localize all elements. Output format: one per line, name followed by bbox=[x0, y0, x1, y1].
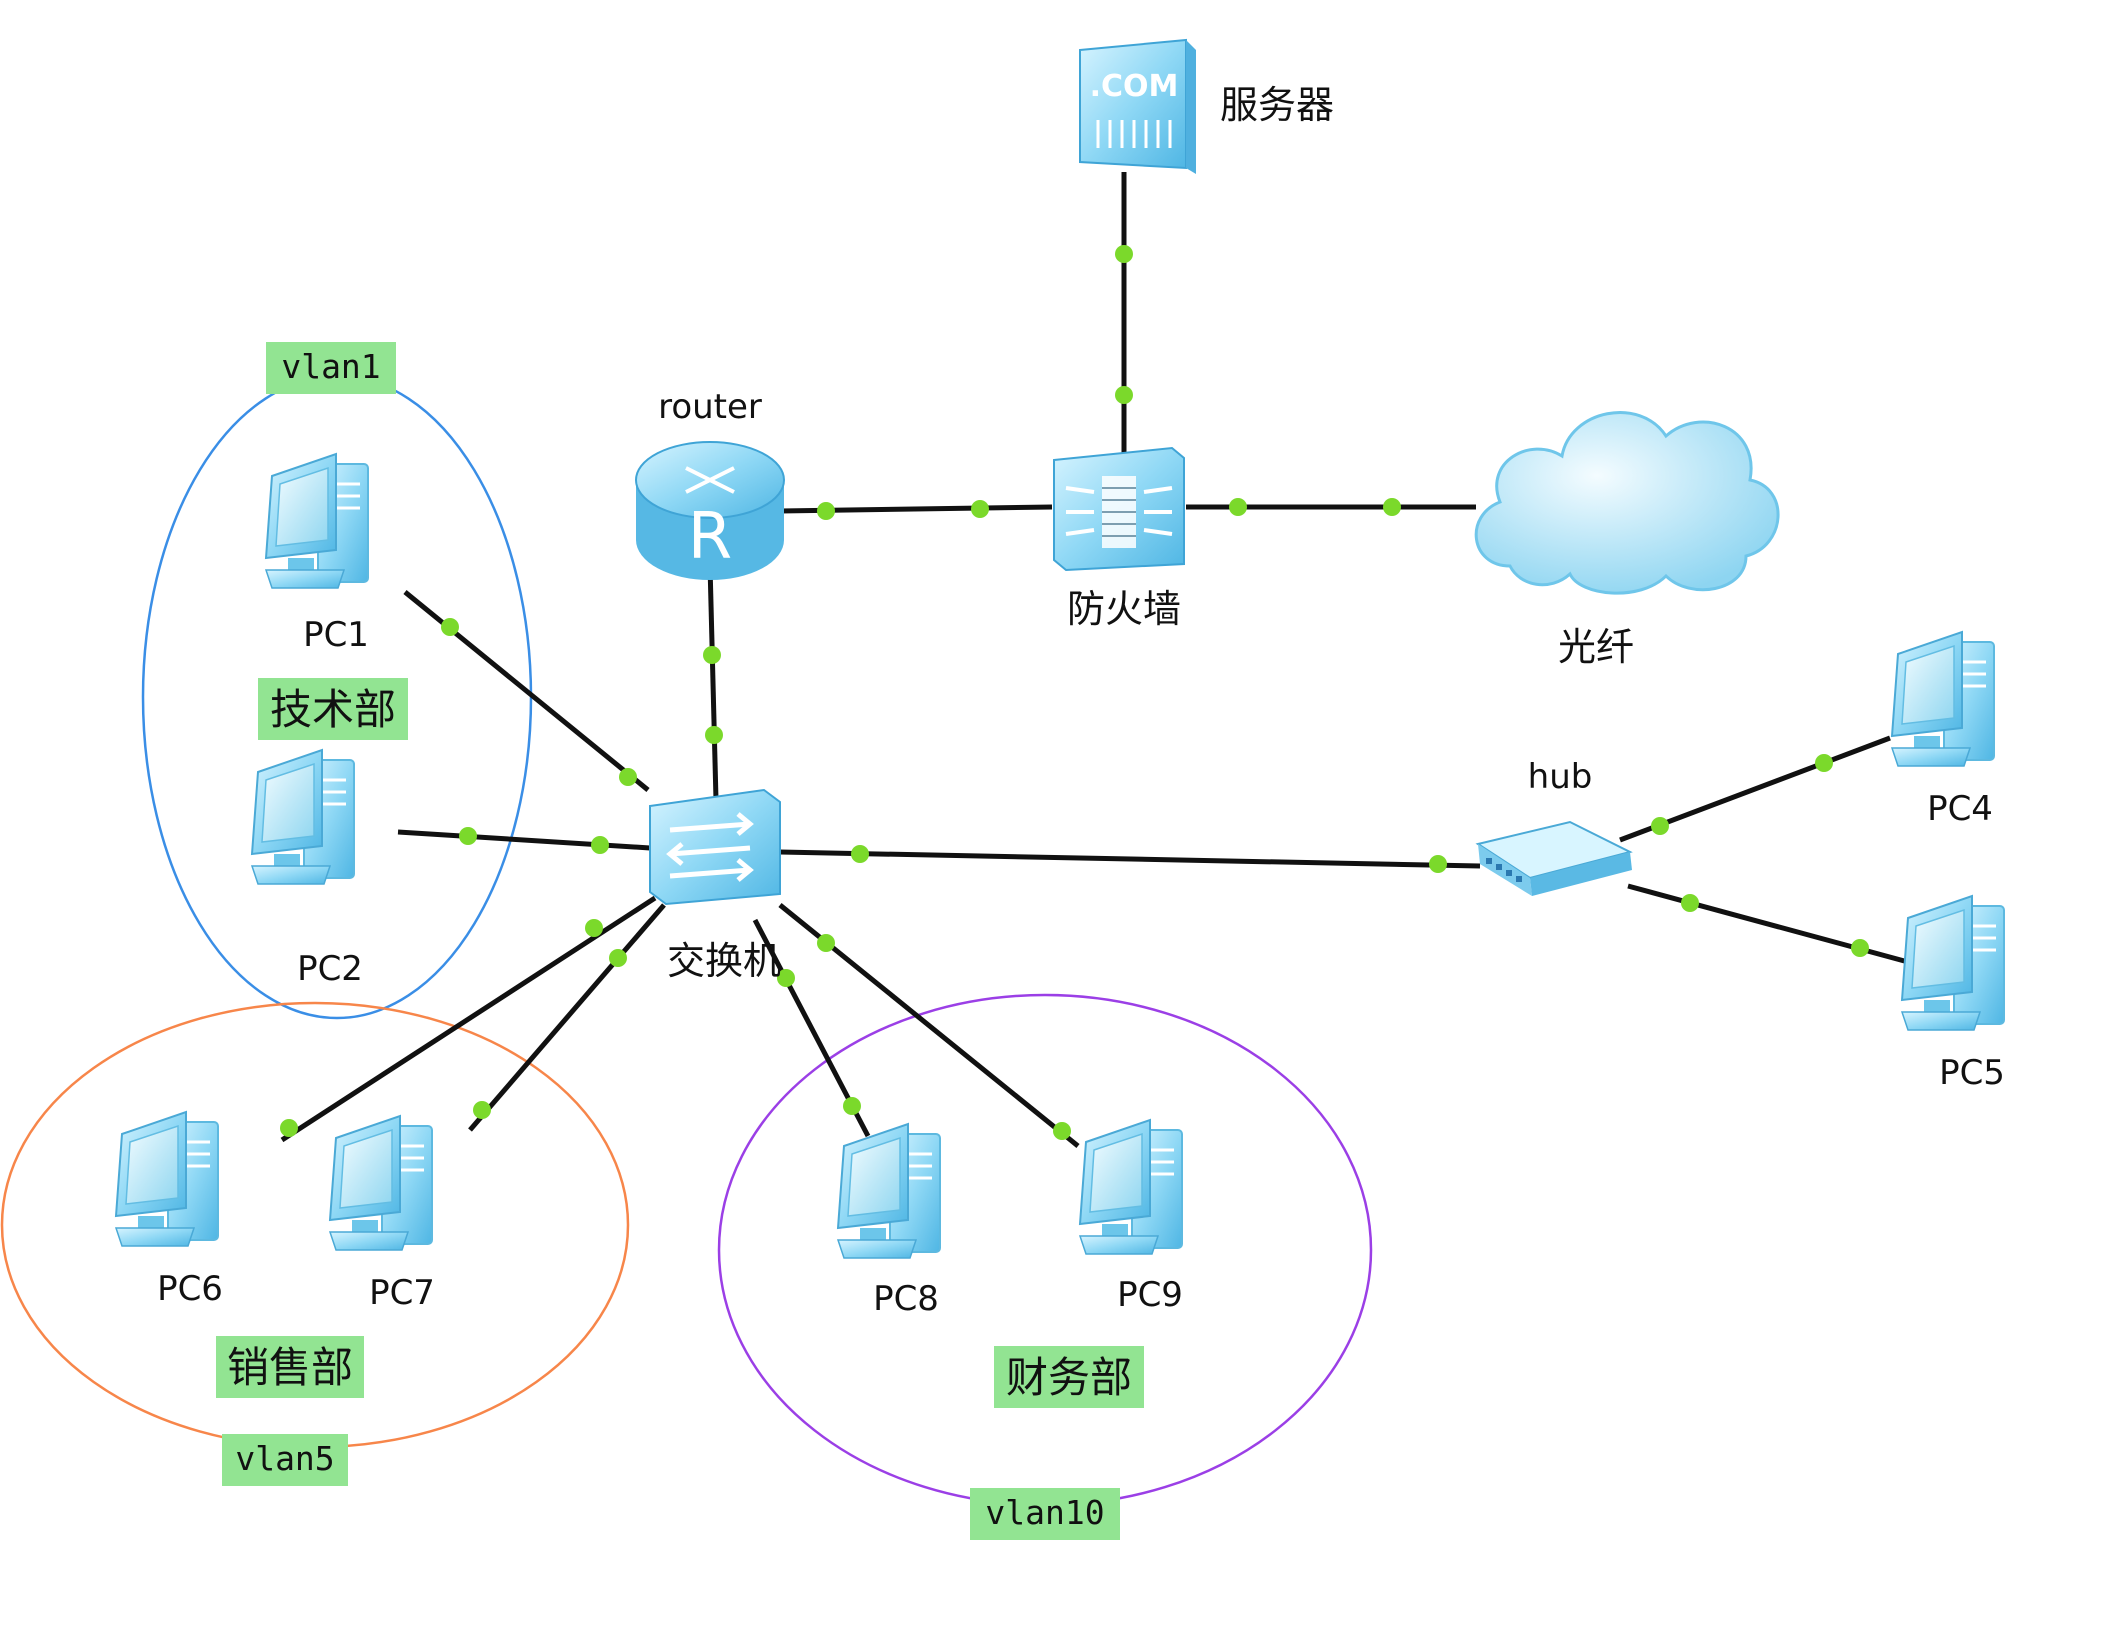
port-dot bbox=[1815, 754, 1833, 772]
port-dot bbox=[609, 949, 627, 967]
port-dot bbox=[777, 969, 795, 987]
vlan10-boundary bbox=[717, 993, 1373, 1507]
server-label: 服务器 bbox=[1220, 83, 1334, 127]
pc7-icon[interactable] bbox=[328, 1114, 434, 1252]
port-dot bbox=[1429, 855, 1447, 873]
cloud-icon[interactable] bbox=[1474, 411, 1780, 595]
dept-sales-tag: 销售部 bbox=[216, 1336, 364, 1398]
pc2-icon[interactable] bbox=[250, 748, 356, 886]
port-dot bbox=[971, 500, 989, 518]
port-dot bbox=[1115, 386, 1133, 404]
link-pc6-switch bbox=[280, 895, 657, 1143]
vlan1-label: vlan1 bbox=[281, 347, 380, 386]
pc6-icon[interactable] bbox=[114, 1110, 220, 1248]
dept-sales-label: 销售部 bbox=[227, 1343, 353, 1392]
pc6-label: PC6 bbox=[157, 1269, 223, 1309]
port-dot bbox=[280, 1119, 298, 1137]
pc1-label: PC1 bbox=[303, 615, 369, 655]
port-dot bbox=[1115, 245, 1133, 263]
link-pc7-switch bbox=[468, 903, 666, 1132]
hub-icon[interactable] bbox=[1475, 820, 1633, 896]
dept-tech-label: 技术部 bbox=[270, 685, 396, 734]
hub-label: hub bbox=[1528, 757, 1593, 797]
port-dot bbox=[705, 726, 723, 744]
router-icon[interactable]: R bbox=[635, 441, 785, 580]
port-dot bbox=[1383, 498, 1401, 516]
port-dot bbox=[1053, 1122, 1071, 1140]
pc5-label: PC5 bbox=[1939, 1053, 2005, 1093]
vlan5-tag: vlan5 bbox=[222, 1434, 348, 1486]
port-dot bbox=[843, 1097, 861, 1115]
link-router-switch bbox=[707, 564, 719, 801]
pc8-label: PC8 bbox=[873, 1279, 939, 1319]
pc1-icon[interactable] bbox=[264, 452, 370, 590]
ports bbox=[280, 245, 1869, 1140]
pc9-icon[interactable] bbox=[1078, 1118, 1184, 1256]
port-dot bbox=[1651, 817, 1669, 835]
server-badge: .COM bbox=[1090, 69, 1179, 104]
port-dot bbox=[1229, 498, 1247, 516]
links bbox=[280, 172, 1909, 1148]
port-dot bbox=[1851, 939, 1869, 957]
switch-label: 交换机 bbox=[667, 939, 781, 983]
pc8-icon[interactable] bbox=[836, 1122, 942, 1260]
pc4-icon[interactable] bbox=[1890, 630, 1996, 768]
link-pc2-switch bbox=[397, 829, 651, 851]
pc4-label: PC4 bbox=[1927, 789, 1993, 829]
link-switch-hub bbox=[779, 849, 1481, 869]
router-label: router bbox=[658, 387, 762, 427]
vlan10-label: vlan10 bbox=[985, 1493, 1104, 1532]
router-letter: R bbox=[688, 500, 732, 574]
vlan10-tag: vlan10 bbox=[970, 1488, 1120, 1540]
port-dot bbox=[851, 845, 869, 863]
port-dot bbox=[459, 827, 477, 845]
pc7-label: PC7 bbox=[369, 1273, 435, 1313]
port-dot bbox=[473, 1101, 491, 1119]
port-dot bbox=[817, 502, 835, 520]
cloud-label: 光纤 bbox=[1558, 625, 1634, 669]
pc9-label: PC9 bbox=[1117, 1275, 1183, 1315]
port-dot bbox=[817, 934, 835, 952]
server-icon[interactable]: .COM bbox=[1079, 38, 1196, 174]
dept-finance-label: 财务部 bbox=[1006, 1353, 1132, 1402]
port-dot bbox=[441, 618, 459, 636]
firewall-icon[interactable] bbox=[1053, 446, 1185, 572]
switch-icon[interactable] bbox=[649, 788, 781, 906]
port-dot bbox=[703, 646, 721, 664]
dept-tech-tag: 技术部 bbox=[258, 678, 408, 740]
pc2-label: PC2 bbox=[297, 949, 363, 989]
vlan1-tag: vlan1 bbox=[266, 342, 396, 394]
port-dot bbox=[1681, 894, 1699, 912]
port-dot bbox=[585, 919, 603, 937]
port-dot bbox=[591, 836, 609, 854]
dept-finance-tag: 财务部 bbox=[994, 1346, 1144, 1408]
port-dot bbox=[619, 768, 637, 786]
vlan5-label: vlan5 bbox=[235, 1439, 334, 1478]
firewall-label: 防火墙 bbox=[1067, 587, 1181, 631]
pc5-icon[interactable] bbox=[1900, 894, 2006, 1032]
